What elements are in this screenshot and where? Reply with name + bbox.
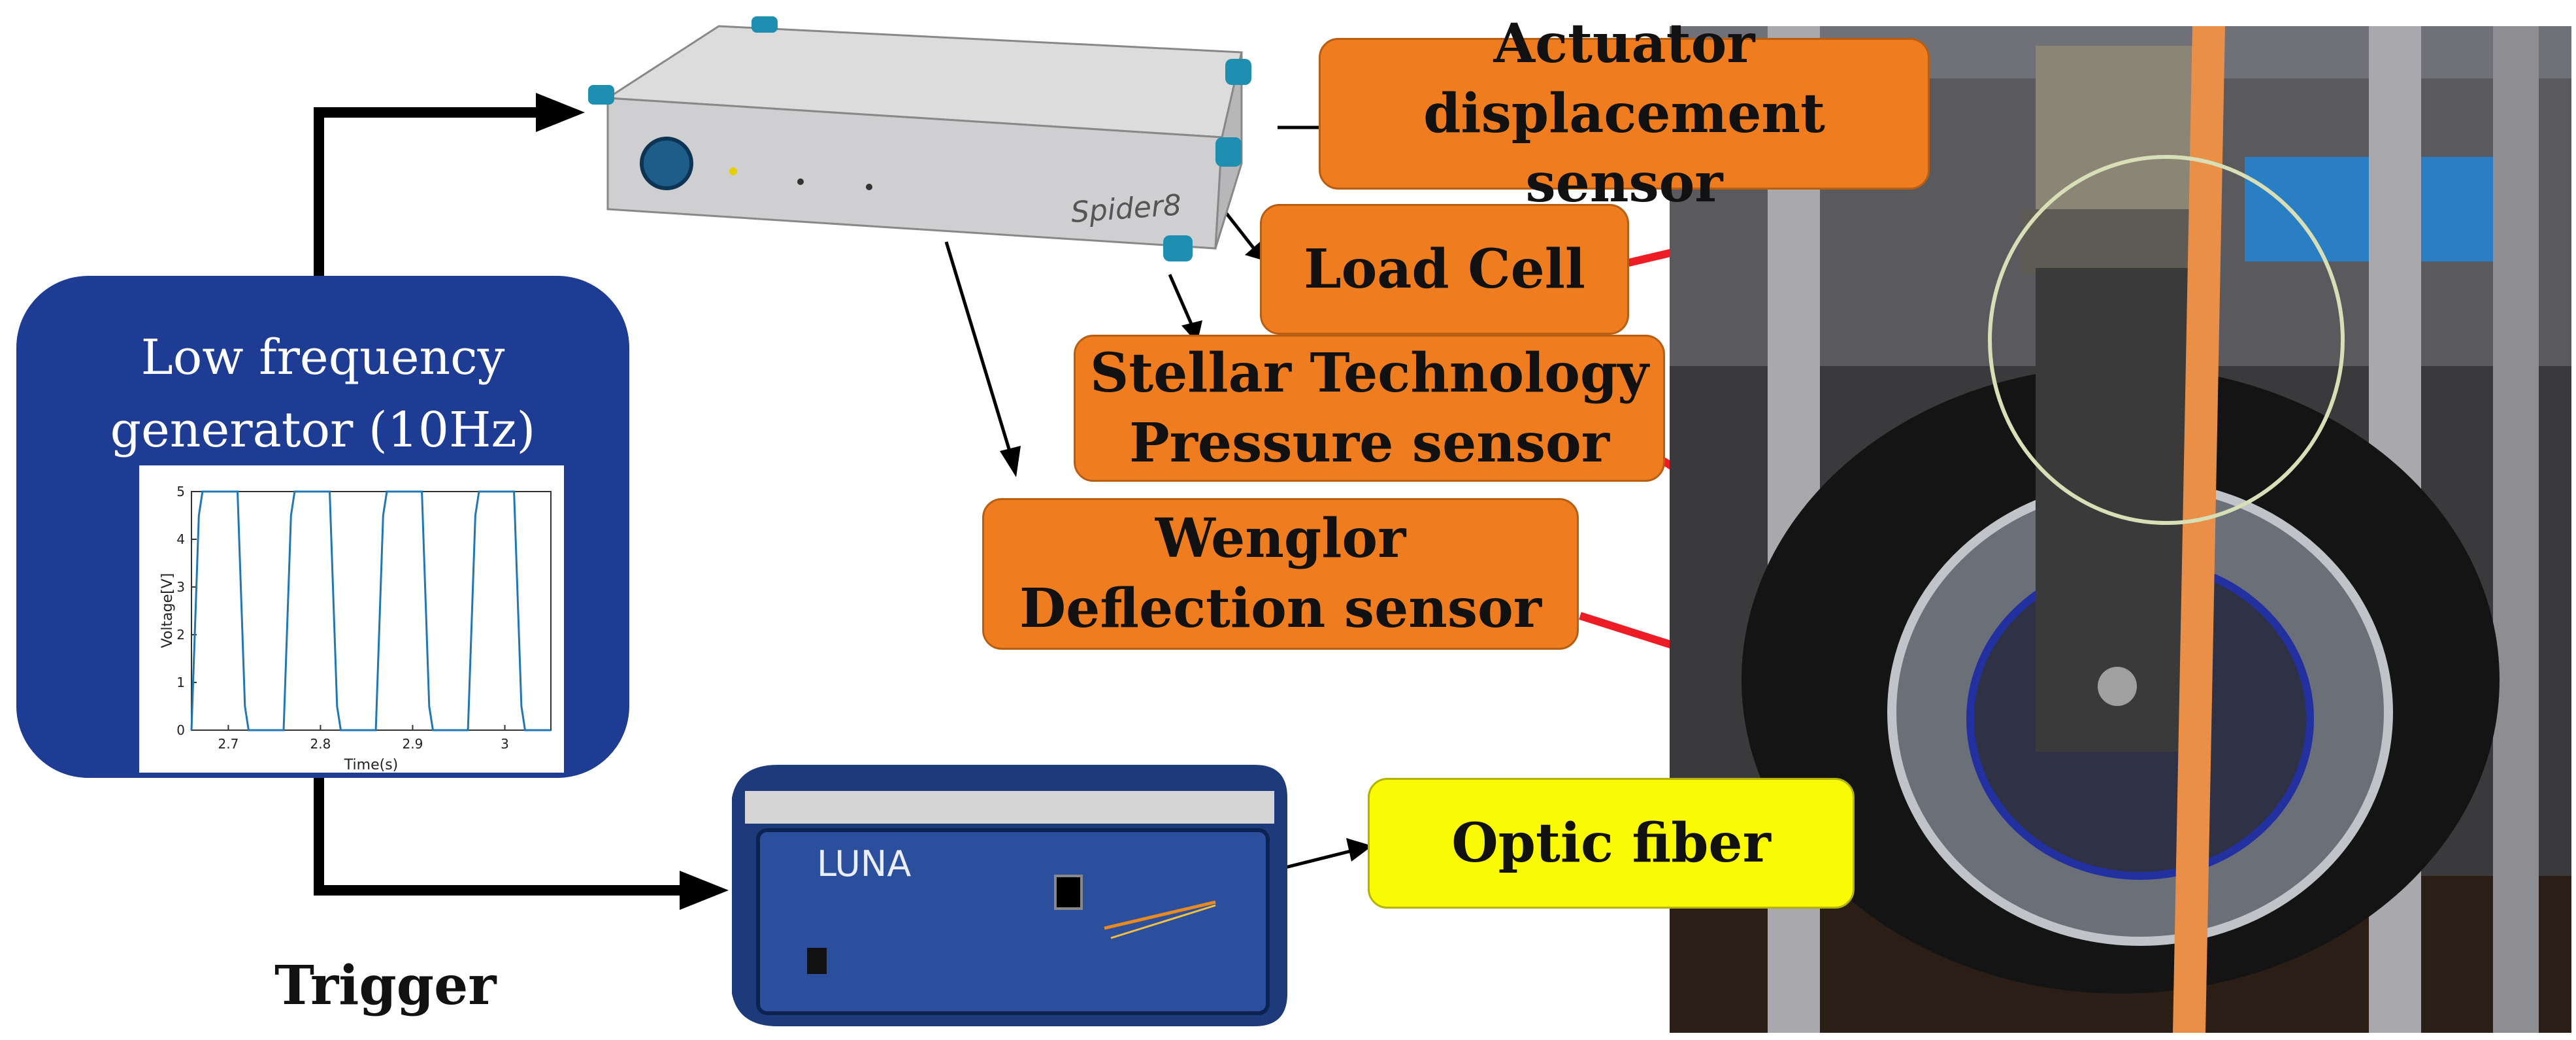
- luna-brand: LUNA: [817, 843, 911, 884]
- y-tick-label: 3: [176, 579, 185, 595]
- actuator-displacement-sensor-box: Actuator displacement sensor: [1319, 12, 1930, 214]
- actuator-body: [2023, 209, 2212, 275]
- trigger-arrowhead-down: [680, 871, 729, 910]
- y-tick-group: 0 1 2 3 4 5: [176, 484, 197, 738]
- arrow-spider-to-wenglor: [944, 241, 1014, 458]
- voltage-chart: 0 1 2 3 4 5 2.7 2.8 2.9 3 Time(s) Voltage[V]: [159, 484, 552, 773]
- spider8-corner-icon: [1225, 59, 1251, 85]
- y-tick-label: 5: [176, 484, 185, 499]
- fiber-loop: [1988, 155, 2345, 525]
- spider8-corner-icon: [1163, 235, 1193, 261]
- hub-bolt: [2098, 667, 2137, 706]
- spider8-corner-icon: [1215, 137, 1242, 167]
- trigger-arrowhead-up: [536, 93, 585, 132]
- stellar-line1: Stellar Technology: [1090, 341, 1649, 405]
- spider8-knob-icon: [640, 137, 693, 190]
- x-tick-label: 2.9: [403, 736, 423, 752]
- x-tick-group: 2.7 2.8 2.9 3: [218, 725, 509, 752]
- voltage-plot-panel: 0 1 2 3 4 5 2.7 2.8 2.9 3 Time(s) Voltage[V]: [139, 465, 564, 773]
- x-tick-label: 2.8: [310, 736, 331, 752]
- x-tick-label: 3: [501, 736, 509, 752]
- wenglor-line2: Deflection sensor: [1019, 577, 1542, 640]
- y-axis-label: Voltage[V]: [159, 573, 176, 648]
- y-tick-label: 0: [176, 722, 185, 738]
- spider8-corner-icon: [588, 85, 614, 105]
- y-tick-label: 4: [176, 531, 185, 547]
- arrowhead-loadcell: [1245, 242, 1263, 260]
- luna-port-icon: [1054, 875, 1083, 910]
- y-tick-label: 2: [176, 627, 185, 643]
- x-axis-label: Time(s): [344, 757, 398, 773]
- x-tick-label: 2.7: [218, 736, 239, 752]
- trigger-label: Trigger: [274, 954, 497, 1017]
- plot-frame: [191, 491, 552, 731]
- spider8-button-2-icon: [866, 184, 872, 190]
- arrowhead-wenglor: [1000, 446, 1021, 477]
- actuator-head: [2036, 46, 2199, 209]
- series-group: [190, 490, 551, 731]
- arrow-spider-to-stellar: [1168, 273, 1195, 328]
- spider8-button-1-icon: [797, 178, 804, 185]
- actuator-line2: displacement sensor: [1423, 82, 1825, 215]
- arrow-luna-to-fiber: [1277, 848, 1357, 871]
- low-frequency-generator-box: Low frequency generator (10Hz) 0 1 2 3 4 5 2.…: [16, 276, 629, 778]
- generator-title-line1: Low frequency: [140, 329, 505, 386]
- stellar-pressure-sensor-box: Stellar Technology Pressure sensor: [1074, 335, 1665, 482]
- arrowhead-fiber: [1346, 838, 1372, 862]
- trigger-line-up: [314, 107, 549, 276]
- wenglor-deflection-sensor-box: Wenglor Deflection sensor: [982, 498, 1579, 650]
- voltage-series-line: [190, 490, 551, 731]
- wenglor-line1: Wenglor: [1155, 507, 1406, 571]
- rig-column-far-right: [2493, 26, 2539, 1033]
- spider8-device: Spider8: [588, 16, 1251, 261]
- stellar-line2: Pressure sensor: [1129, 411, 1610, 475]
- luna-switch-icon: [807, 948, 827, 974]
- y-tick-label: 1: [176, 675, 185, 690]
- load-cell-box: Load Cell: [1260, 204, 1629, 335]
- generator-title: Low frequency generator (10Hz): [16, 322, 629, 467]
- orange-strap: [2173, 26, 2225, 1033]
- load-cell-label: Load Cell: [1303, 237, 1586, 301]
- luna-swoosh-icon: [1110, 904, 1216, 939]
- trigger-line-down: [314, 778, 693, 896]
- actuator-line1: Actuator: [1493, 12, 1755, 76]
- optic-fiber-label: Optic fiber: [1451, 811, 1771, 875]
- optic-fiber-box: Optic fiber: [1368, 778, 1855, 909]
- spider8-led-icon: [729, 167, 737, 175]
- generator-title-line2: generator (10Hz): [110, 402, 536, 458]
- luna-device: LUNA: [732, 765, 1287, 1026]
- luna-swoosh-icon: [1104, 900, 1216, 930]
- spider8-corner-icon: [751, 16, 778, 33]
- spider8-brand: Spider8: [1070, 188, 1182, 229]
